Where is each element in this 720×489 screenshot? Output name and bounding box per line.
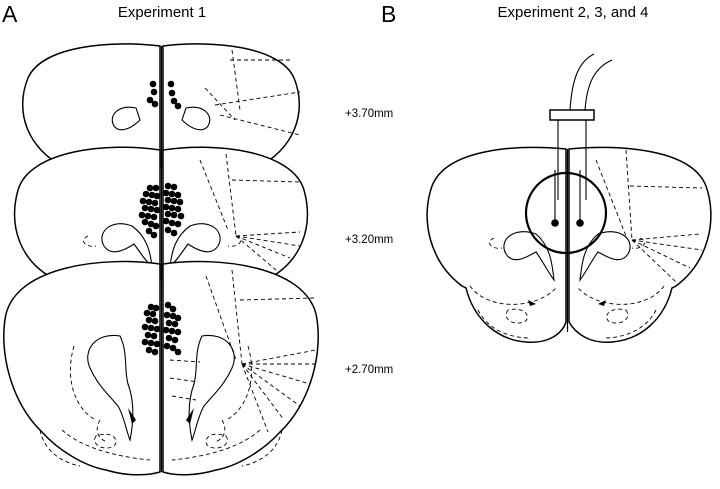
brain-section-b: [426, 146, 712, 343]
panel-b: B Experiment 2, 3, and 4: [381, 1, 712, 343]
brain-section-2: +3.20mm: [13, 146, 393, 281]
brain-section-3: +2.70mm: [3, 260, 393, 476]
panel-b-letter: B: [381, 1, 396, 27]
panel-a-title: Experiment 1: [118, 4, 206, 21]
ap-label-section-3: +2.70mm: [345, 364, 393, 376]
panel-a: A Experiment 1 +3.70mm: [2, 1, 393, 476]
panel-b-title: Experiment 2, 3, and 4: [498, 4, 649, 21]
cannula-assembly: [524, 53, 613, 255]
sites-section-1: [146, 80, 182, 110]
sites-section-3: [141, 301, 182, 356]
ap-label-section-1: +3.70mm: [345, 108, 393, 120]
brain-section-1: +3.70mm: [21, 43, 393, 169]
ap-label-section-2: +3.20mm: [345, 234, 393, 246]
panel-a-letter: A: [2, 1, 18, 27]
sites-section-2: [138, 182, 185, 239]
